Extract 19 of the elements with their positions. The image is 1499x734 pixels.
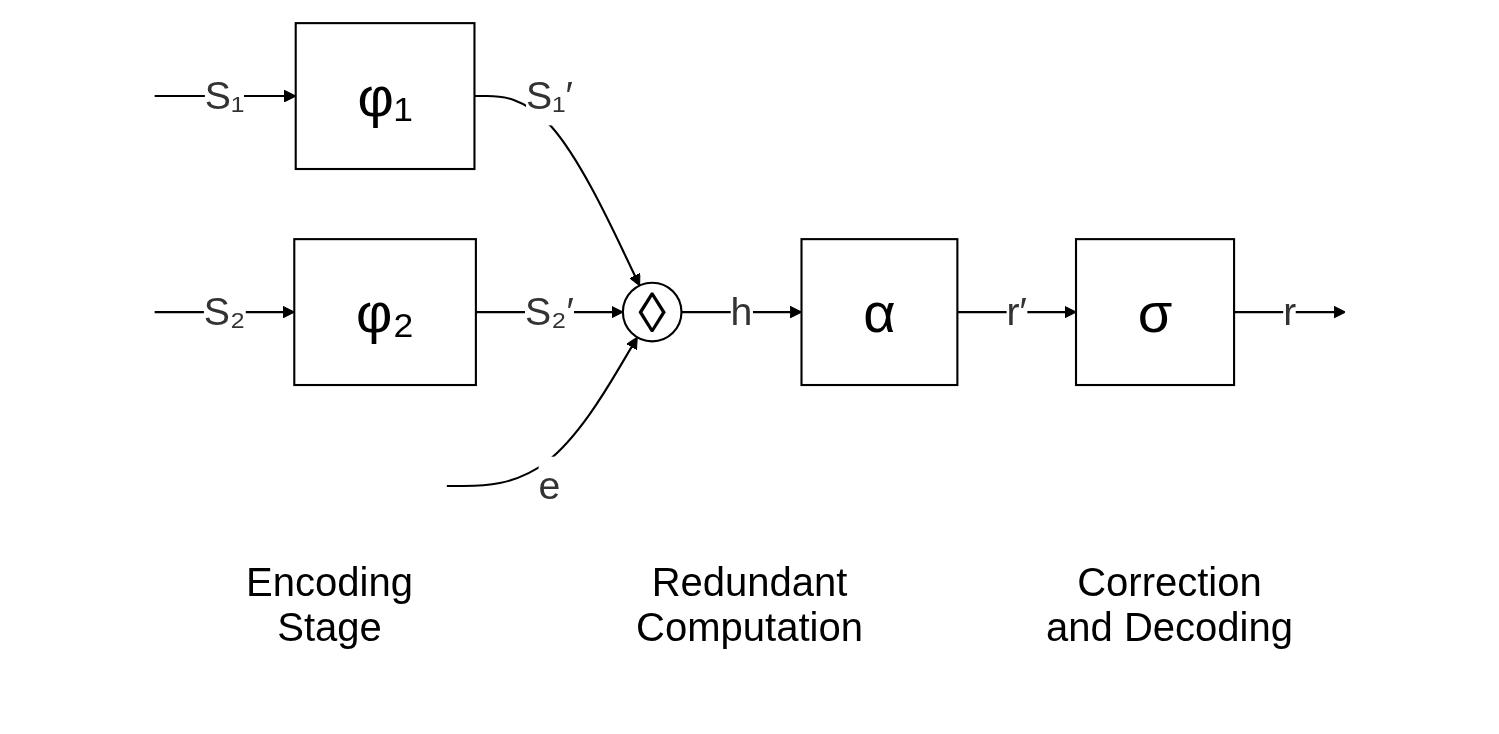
edge-label: e	[537, 463, 560, 508]
arrow	[473, 95, 640, 287]
arrow	[1233, 305, 1346, 319]
edge-label: h	[730, 289, 752, 334]
edge-label: S₁′	[525, 73, 573, 118]
edge-label: r	[1282, 289, 1296, 334]
edge-label: S₁	[204, 73, 244, 118]
edge-label: r′	[1005, 289, 1027, 334]
edge-label: S₂	[203, 289, 245, 334]
node-box: σ	[1074, 238, 1235, 387]
node-box: α	[799, 238, 958, 387]
stage-caption: Redundant Computation	[635, 560, 864, 650]
node-circle: ◊	[621, 281, 682, 343]
edge-label: S₂′	[524, 289, 574, 334]
node-box: φ₁	[294, 22, 475, 171]
node-box: φ₂	[292, 238, 477, 387]
arrow	[446, 336, 638, 488]
stage-caption: Correction and Decoding	[1045, 560, 1294, 650]
stage-caption: Encoding Stage	[245, 560, 414, 650]
